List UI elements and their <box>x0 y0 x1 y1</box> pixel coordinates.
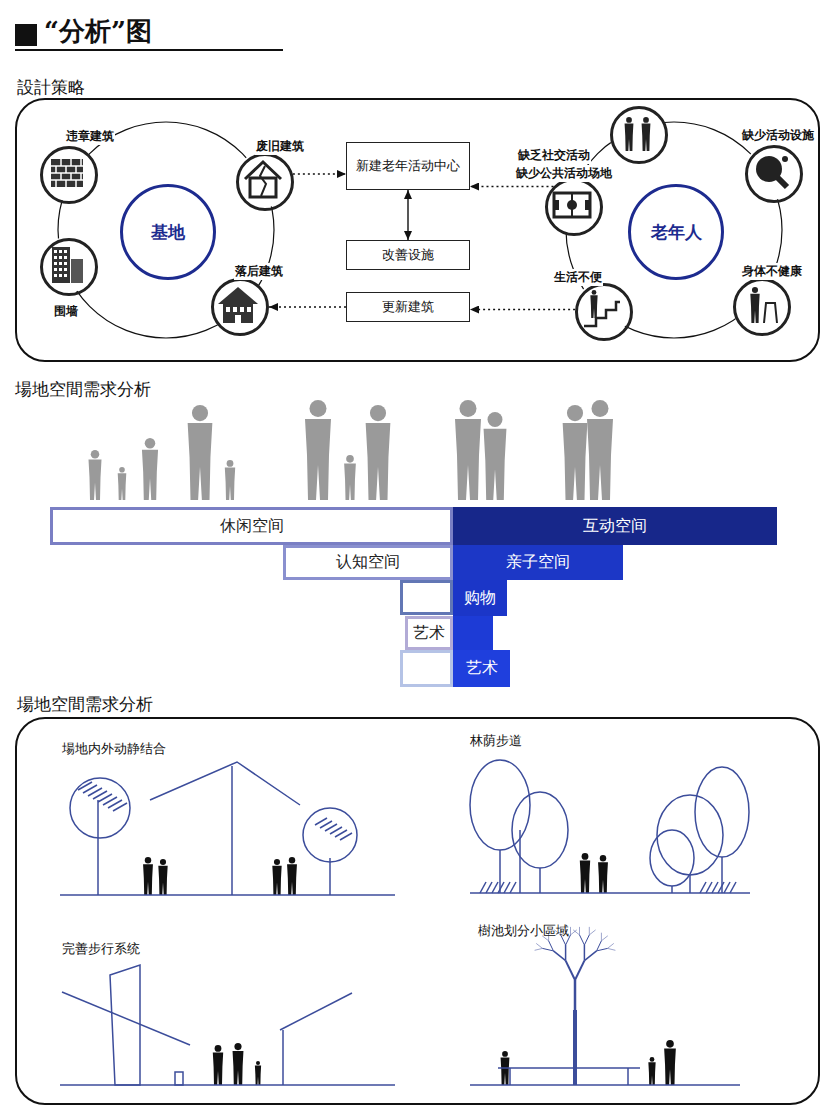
connector <box>470 309 575 310</box>
node-text: 购物 <box>464 588 496 609</box>
node-text: 艺术 <box>466 658 498 679</box>
icon-label: 违章建筑 <box>65 128 115 145</box>
process-box: 更新建筑 <box>346 292 470 322</box>
icon-circle: 废旧建筑 <box>236 153 294 211</box>
scene-panel: 場地空間需求分析 <box>15 717 820 1105</box>
space-bar: 互动空间 <box>453 507 777 545</box>
empty-bar <box>402 652 452 686</box>
section-heading: 場地空間需求分析 <box>15 378 151 401</box>
scene-label: 完善步行系统 <box>62 940 140 958</box>
node-text: 基地 <box>151 221 185 244</box>
section-heading: 設計策略 <box>17 76 85 99</box>
scene-label: 林荫步道 <box>470 732 522 750</box>
node-text: 互动空间 <box>583 516 647 537</box>
icon-circle: 缺乏社交活动 <box>610 106 668 164</box>
space-bar: 亲子空间 <box>453 545 623 580</box>
icon-circle: 围墙 <box>40 238 98 296</box>
node-text: 更新建筑 <box>382 298 434 316</box>
icon-circle: 生活不便 <box>575 283 633 341</box>
filled-bar <box>453 616 493 650</box>
icon-label: 围墙 <box>53 303 79 320</box>
strategy-panel: 設計策略违章建筑废旧建筑新建老年活动中心缺乏社交活动缺少活动设施基地缺少公共活动… <box>15 98 820 362</box>
node-text: 休闲空间 <box>220 516 284 537</box>
icon-circle: 违章建筑 <box>40 146 98 204</box>
icon-label: 缺乏社交活动 <box>517 147 591 164</box>
space-bar: 认知空间 <box>283 545 453 580</box>
connector <box>269 306 346 307</box>
icon-label: 生活不便 <box>553 269 603 286</box>
icon-circle: 落后建筑 <box>211 278 269 336</box>
process-box: 改善设施 <box>346 240 470 270</box>
icon-group <box>39 105 800 338</box>
node-text: 老年人 <box>651 221 702 244</box>
node-text: 亲子空间 <box>506 552 570 573</box>
scene-label: 場地内外动静结合 <box>62 740 166 758</box>
loop-line <box>58 122 274 338</box>
node-text: 新建老年活动中心 <box>356 157 460 175</box>
icon-label: 落后建筑 <box>234 263 284 280</box>
title-square <box>15 24 37 46</box>
icon-label: 缺少活动设施 <box>741 127 815 144</box>
icon-label: 身体不健康 <box>741 263 803 280</box>
connector <box>293 173 346 174</box>
node-text: 改善设施 <box>382 246 434 264</box>
section-heading: 場地空間需求分析 <box>17 693 153 716</box>
scene-label: 樹池划分小區域 <box>478 922 569 940</box>
space-bar: 艺术 <box>453 650 510 687</box>
icon-label: 废旧建筑 <box>255 138 305 155</box>
title-underline <box>15 49 283 51</box>
page-title: “分析”图 <box>44 14 152 49</box>
topic-circle: 老年人 <box>628 184 724 280</box>
topic-circle: 基地 <box>120 184 216 280</box>
space-bar: 休闲空间 <box>50 507 453 545</box>
process-box: 新建老年活动中心 <box>346 142 470 190</box>
scene-lines <box>60 760 750 1085</box>
icon-circle: 身体不健康 <box>733 278 791 336</box>
silhouettes <box>89 400 676 1085</box>
connector <box>407 190 408 240</box>
node-text: 认知空间 <box>336 552 400 573</box>
icon-circle: 缺少公共活动场地 <box>545 178 603 236</box>
empty-bar <box>402 582 452 614</box>
connector <box>470 186 553 187</box>
space-bar: 艺术 <box>405 616 453 650</box>
node-text: 艺术 <box>413 623 445 644</box>
icon-circle: 缺少活动设施 <box>745 145 803 203</box>
space-bar: 购物 <box>453 580 507 616</box>
icon-label: 缺少公共活动场地 <box>515 165 613 182</box>
